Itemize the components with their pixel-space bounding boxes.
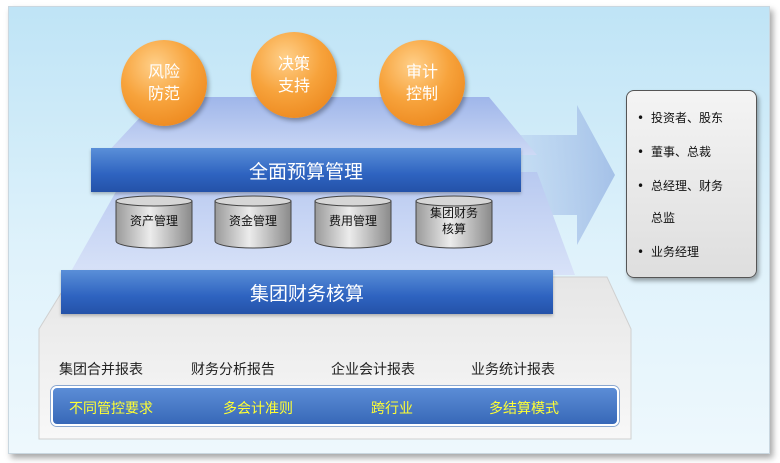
feature-control-requirements: 不同管控要求 — [69, 401, 153, 417]
report-enterprise-accounting: 企业会计报表 — [331, 362, 415, 378]
list-item: •投资者、股东 — [637, 111, 724, 125]
feature-settlement-modes: 多结算模式 — [489, 401, 559, 417]
cylinder-asset-management: 资产管理 — [115, 195, 193, 249]
report-business-statistics: 业务统计报表 — [471, 362, 555, 378]
bullet-icon: • — [637, 111, 645, 125]
bullet-icon: • — [637, 179, 645, 193]
circle-risk-prevention: 风险 防范 — [121, 40, 207, 126]
bullet-icon: • — [637, 245, 645, 259]
module-label: 资金管理 — [228, 214, 277, 228]
budget-management-bar: 全面预算管理 — [91, 148, 521, 192]
module-label: 集团财务 核算 — [429, 206, 478, 236]
module-label: 资产管理 — [129, 214, 178, 228]
report-consolidated: 集团合并报表 — [59, 362, 143, 378]
features-bar: 不同管控要求 多会计准则 跨行业 多结算模式 — [51, 386, 619, 426]
cylinder-group-accounting: 集团财务 核算 — [415, 195, 493, 249]
list-item: •总经理、财务 — [637, 179, 724, 193]
stakeholder-box: •投资者、股东 •董事、总裁 •总经理、财务 总监 •业务经理 — [626, 90, 757, 278]
bullet-icon: • — [637, 145, 645, 159]
diagram-frame: 风险 防范 决策 支持 审计 控制 全面预算管理 资产管理 资金管理 费用管理 … — [8, 6, 770, 454]
feature-cross-industry: 跨行业 — [371, 401, 413, 417]
cylinder-fund-management: 资金管理 — [214, 195, 292, 249]
feature-accounting-standards: 多会计准则 — [223, 401, 293, 417]
cylinder-expense-management: 费用管理 — [314, 195, 392, 249]
list-item: 总监 — [651, 211, 676, 225]
module-label: 费用管理 — [328, 214, 377, 228]
report-financial-analysis: 财务分析报告 — [191, 362, 275, 378]
circle-decision-support: 决策 支持 — [251, 32, 337, 118]
list-item: •业务经理 — [637, 245, 700, 259]
group-accounting-bar: 集团财务核算 — [61, 270, 553, 314]
list-item: •董事、总裁 — [637, 145, 712, 159]
circle-audit-control: 审计 控制 — [379, 40, 465, 126]
